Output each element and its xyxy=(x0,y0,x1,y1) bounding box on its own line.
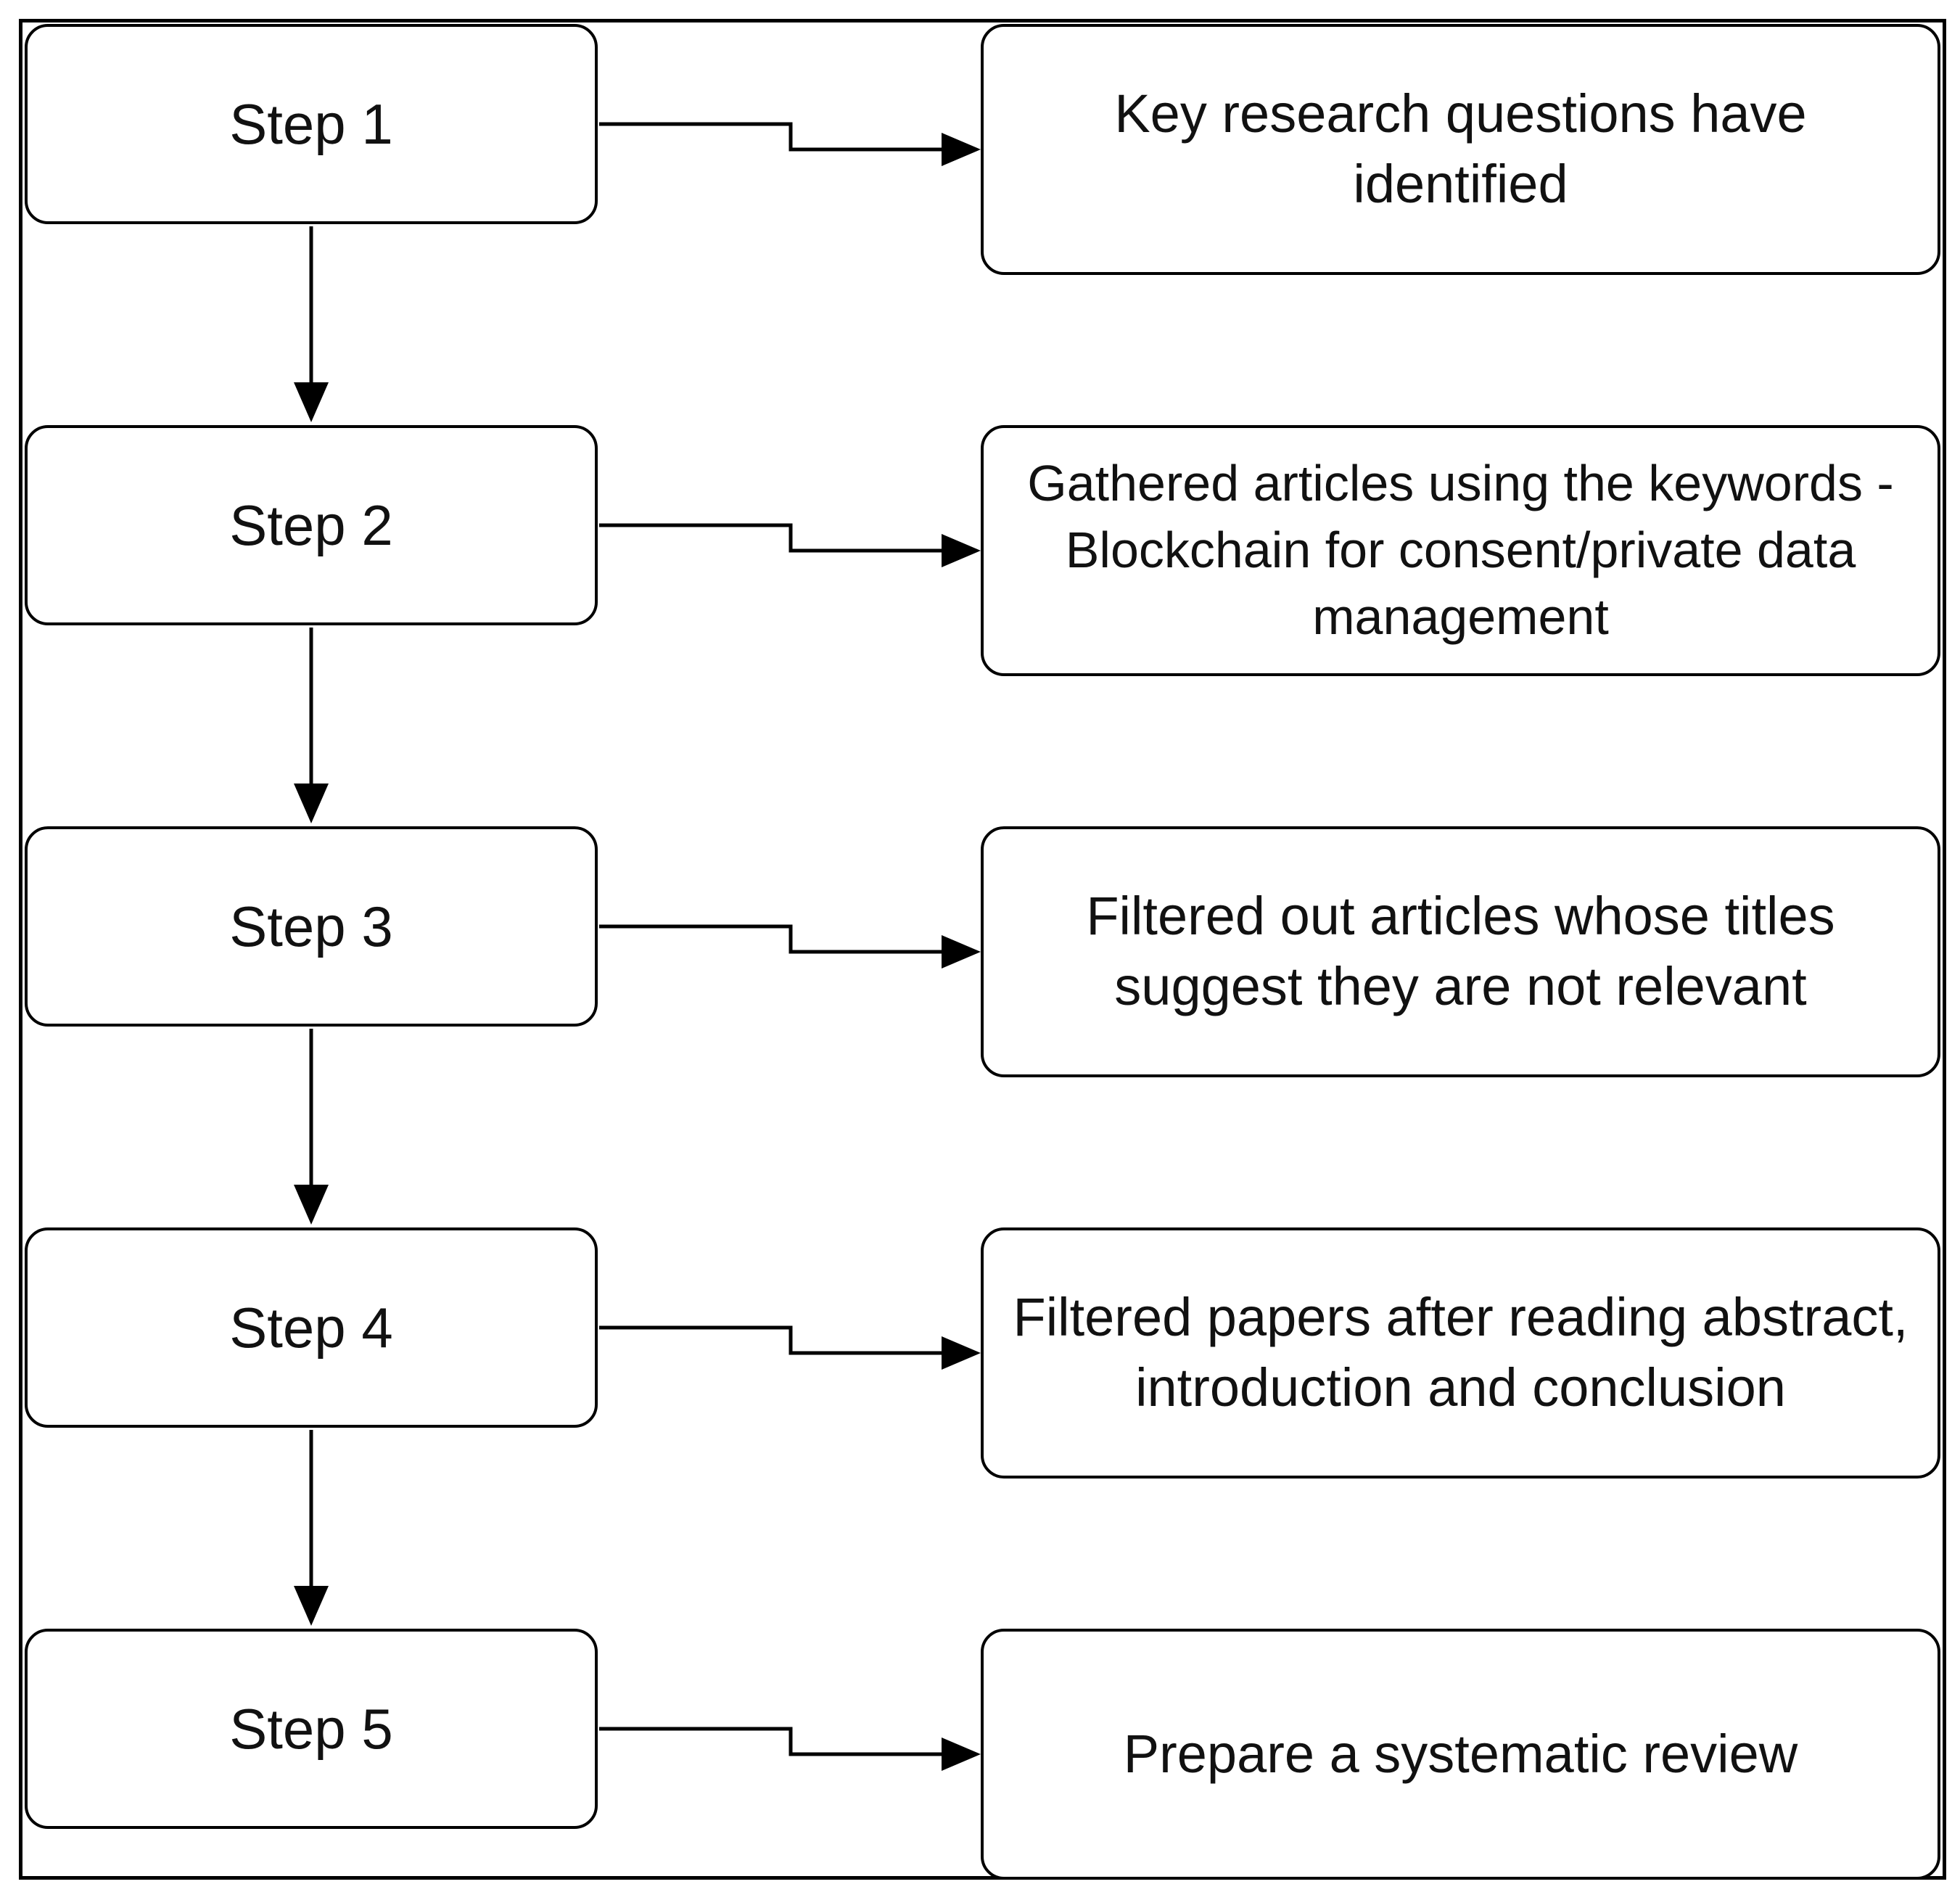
step-5-description: Prepare a systematic review xyxy=(1123,1723,1798,1784)
step2-to-desc2-arrow xyxy=(599,523,981,567)
step-4-box: Step 4 xyxy=(25,1227,598,1428)
step1-to-step2-arrow xyxy=(294,226,329,422)
step-5-box: Step 5 xyxy=(25,1629,598,1829)
step-3-description: Filtered out articles whose titles sugge… xyxy=(1086,886,1835,1016)
step-2-box: Step 2 xyxy=(25,425,598,625)
step2-to-step3-arrow xyxy=(294,628,329,823)
step-1-description: Key research questions have identified xyxy=(1114,83,1807,214)
step4-to-step5-arrow xyxy=(294,1430,329,1626)
step-1-label: Step 1 xyxy=(229,91,393,156)
step-1-box: Step 1 xyxy=(25,24,598,224)
step1-to-desc1-arrow xyxy=(599,122,981,166)
step-2-description-box: Gathered articles using the keywords -Bl… xyxy=(981,425,1940,676)
diagram-frame xyxy=(19,19,1946,1880)
step5-to-desc5-arrow xyxy=(599,1727,981,1771)
step-4-description: Filtered papers after reading abstract, … xyxy=(1013,1287,1908,1418)
step-1-description-box: Key research questions have identified xyxy=(981,24,1940,275)
step-3-label: Step 3 xyxy=(229,894,393,958)
step-4-description-box: Filtered papers after reading abstract, … xyxy=(981,1227,1940,1479)
step-2-label: Step 2 xyxy=(229,493,393,557)
step-5-description-box: Prepare a systematic review xyxy=(981,1629,1940,1880)
step-3-box: Step 3 xyxy=(25,826,598,1027)
step4-to-desc4-arrow xyxy=(599,1325,981,1370)
step3-to-step4-arrow xyxy=(294,1029,329,1225)
step-3-description-box: Filtered out articles whose titles sugge… xyxy=(981,826,1940,1077)
step-2-description: Gathered articles using the keywords -Bl… xyxy=(1027,455,1894,645)
step-5-label: Step 5 xyxy=(229,1696,393,1761)
step-4-label: Step 4 xyxy=(229,1295,393,1360)
step3-to-desc3-arrow xyxy=(599,924,981,968)
